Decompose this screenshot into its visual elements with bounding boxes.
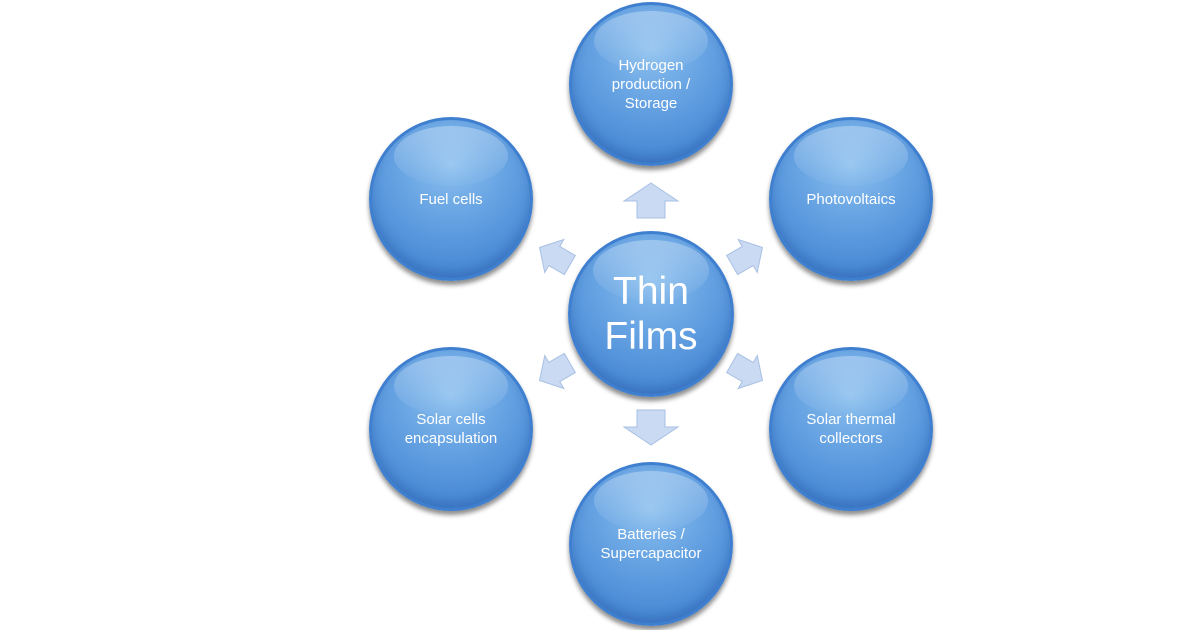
node-label: Hydrogen production / Storage (611, 56, 691, 112)
arrow-to-solar-thermal (725, 352, 764, 390)
node-photovoltaics: Photovoltaics (769, 117, 933, 281)
center-node-thin-films: Thin Films (568, 231, 734, 397)
arrow-to-photovoltaics (725, 238, 764, 276)
node-label: Photovoltaics (806, 190, 896, 208)
arrow-to-solar-cells (538, 352, 577, 390)
node-solar-thermal-collectors: Solar thermal collectors (769, 347, 933, 511)
arrow-to-batteries (622, 409, 680, 446)
arrow-to-fuel-cells (538, 238, 577, 276)
arrow-to-hydrogen (622, 182, 680, 219)
node-solar-cells-encapsulation: Solar cells encapsulation (369, 347, 533, 511)
node-label: Batteries / Supercapacitor (600, 526, 702, 562)
node-label: Solar cells encapsulation (404, 411, 498, 447)
node-label: Solar thermal collectors (806, 411, 896, 447)
node-fuel-cells: Fuel cells (369, 117, 533, 281)
center-node-label: Thin Films (604, 270, 698, 358)
node-label: Fuel cells (419, 190, 483, 208)
node-hydrogen-production: Hydrogen production / Storage (569, 2, 733, 166)
node-batteries-supercapacitor: Batteries / Supercapacitor (569, 462, 733, 626)
